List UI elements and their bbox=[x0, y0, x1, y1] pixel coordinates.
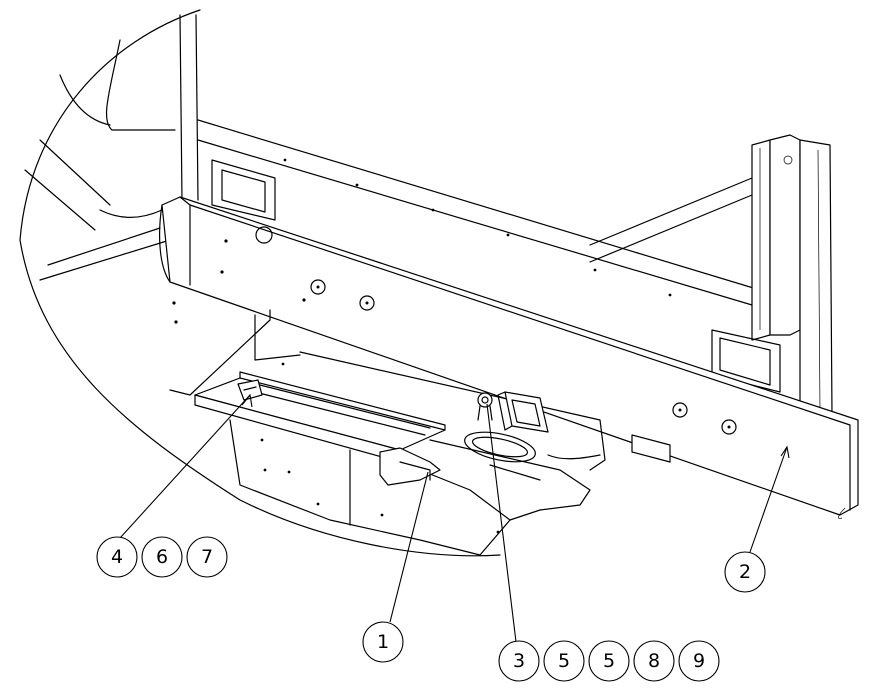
balloon-1: 1 bbox=[362, 621, 404, 663]
balloon-label: 9 bbox=[693, 650, 705, 672]
bumper-beam bbox=[159, 158, 859, 519]
detail-boundary bbox=[19, 9, 501, 557]
balloon-label: 7 bbox=[201, 546, 213, 568]
balloon-label: 3 bbox=[513, 650, 525, 672]
balloon-label: 4 bbox=[111, 546, 123, 568]
balloon-3: 3 bbox=[498, 640, 540, 682]
balloon-9: 9 bbox=[678, 640, 720, 682]
balloon-8: 8 bbox=[633, 640, 675, 682]
balloon-label: 8 bbox=[648, 650, 660, 672]
lower-structure bbox=[169, 309, 671, 556]
balloon-label: 1 bbox=[377, 631, 389, 653]
balloon-5a: 5 bbox=[543, 640, 585, 682]
rear-frame bbox=[24, 14, 833, 421]
balloon-label: 5 bbox=[603, 650, 615, 672]
balloon-2: 2 bbox=[724, 551, 766, 593]
balloon-label: 5 bbox=[558, 650, 570, 672]
balloon-6: 6 bbox=[141, 536, 183, 578]
balloon-5b: 5 bbox=[588, 640, 630, 682]
hitch-tray bbox=[194, 371, 549, 486]
balloon-label: 6 bbox=[156, 546, 168, 568]
balloon-4: 4 bbox=[96, 536, 138, 578]
balloon-label: 2 bbox=[739, 561, 751, 583]
leader-lines bbox=[119, 393, 790, 651]
balloon-7: 7 bbox=[186, 536, 228, 578]
